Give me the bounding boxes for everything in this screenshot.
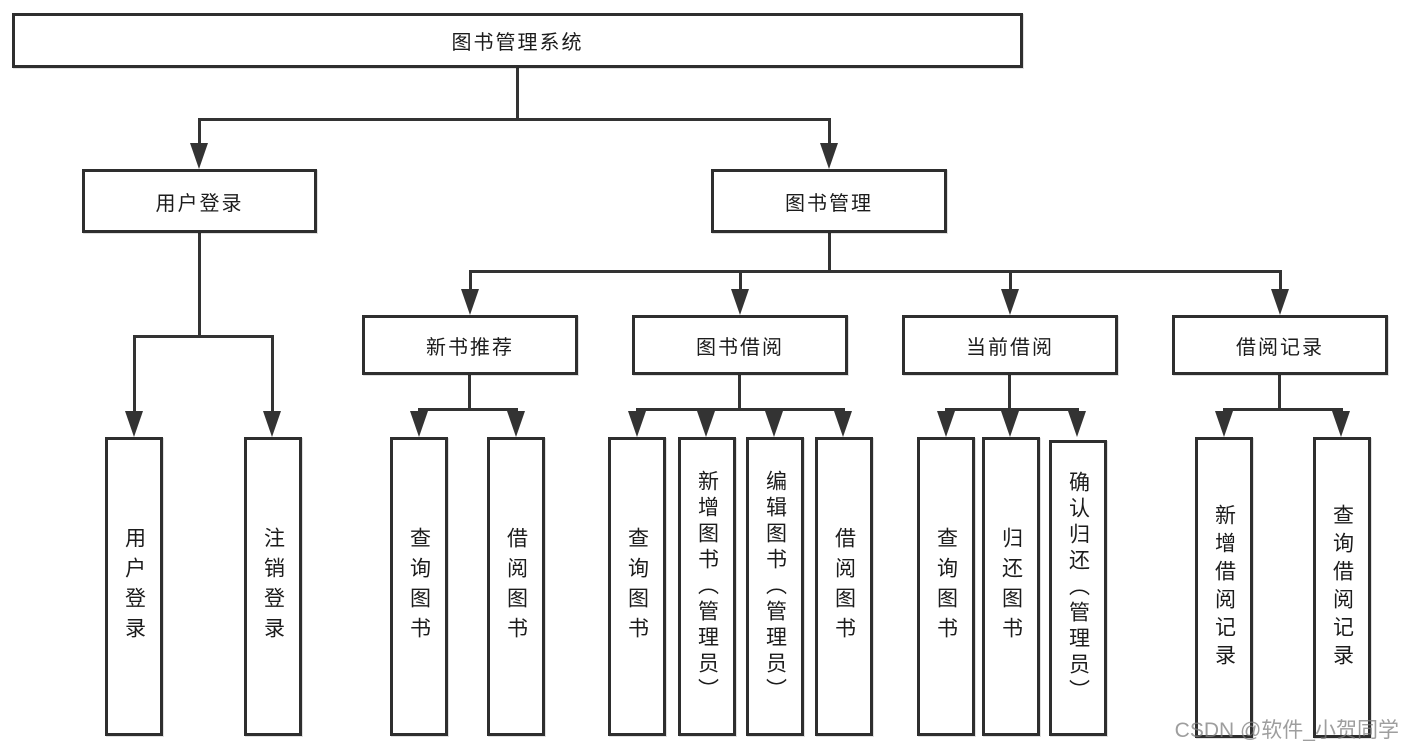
leaf-return-books: 归还图书 — [982, 437, 1040, 736]
arrow-down-icon — [1068, 411, 1086, 437]
node-book-borrowing: 图书借阅 — [632, 315, 848, 375]
leaf-label: 归还图书 — [999, 526, 1023, 647]
leaf-label: 借阅图书 — [504, 526, 528, 647]
leaf-label: 编辑图书（管理员） — [763, 469, 787, 704]
connector-trunk — [468, 375, 471, 411]
connector-drop — [739, 270, 742, 294]
arrow-down-icon — [1001, 411, 1019, 437]
leaf-label: 注销登录 — [261, 526, 285, 647]
node-book-management: 图书管理 — [711, 169, 947, 233]
node-label: 图书借阅 — [696, 336, 784, 359]
node-library-management-system: 图书管理系统 — [12, 13, 1023, 68]
leaf-borrow-books: 借阅图书 — [487, 437, 545, 736]
connector-bar — [945, 408, 1079, 411]
node-label: 新书推荐 — [426, 336, 514, 359]
leaf-user-login: 用户登录 — [105, 437, 163, 736]
leaf-label: 新增图书（管理员） — [695, 469, 719, 704]
connector-trunk — [738, 375, 741, 411]
leaf-label: 新增借阅记录 — [1212, 503, 1236, 672]
connector-drop — [1009, 270, 1012, 294]
connector-trunk — [1008, 375, 1011, 411]
arrow-down-icon — [125, 411, 143, 437]
leaf-query-books: 查询图书 — [608, 437, 666, 736]
arrow-down-icon — [190, 143, 208, 169]
node-borrowing-records: 借阅记录 — [1172, 315, 1388, 375]
arrow-down-icon — [834, 411, 852, 437]
leaf-label: 借阅图书 — [832, 526, 856, 647]
connector-drop — [469, 270, 472, 294]
leaf-query-books: 查询图书 — [390, 437, 448, 736]
connector-root-trunk — [516, 68, 519, 120]
arrow-down-icon — [1001, 289, 1019, 315]
node-new-book-recommendation: 新书推荐 — [362, 315, 578, 375]
leaf-label: 查询图书 — [934, 526, 958, 647]
leaf-label: 查询借阅记录 — [1330, 503, 1354, 672]
node-label: 用户登录 — [155, 192, 244, 215]
arrow-down-icon — [1271, 289, 1289, 315]
connector-drop — [133, 335, 136, 417]
leaf-label: 确认归还（管理员） — [1066, 471, 1090, 705]
connector-drop-user-login — [198, 118, 201, 152]
arrow-down-icon — [1332, 411, 1350, 437]
arrow-down-icon — [628, 411, 646, 437]
leaf-add-borrow-record: 新增借阅记录 — [1195, 437, 1253, 738]
leaf-borrow-books: 借阅图书 — [815, 437, 873, 736]
connector-level3-bar — [469, 270, 1281, 273]
connector-drop-book-management — [828, 118, 831, 152]
leaf-label: 查询图书 — [625, 526, 649, 647]
leaf-add-books-admin: 新增图书（管理员） — [678, 437, 736, 736]
connector-trunk — [1278, 375, 1281, 411]
connector-bar — [636, 408, 845, 411]
arrow-down-icon — [937, 411, 955, 437]
arrow-down-icon — [731, 289, 749, 315]
connector-drop — [271, 335, 274, 417]
node-label: 图书管理 — [785, 192, 873, 215]
arrow-down-icon — [1215, 411, 1233, 437]
arrow-down-icon — [410, 411, 428, 437]
arrow-down-icon — [263, 411, 281, 437]
node-label: 当前借阅 — [966, 336, 1054, 359]
arrow-down-icon — [461, 289, 479, 315]
connector-bar — [1223, 408, 1343, 411]
connector-drop — [1279, 270, 1282, 294]
leaf-logout: 注销登录 — [244, 437, 302, 736]
leaf-confirm-return-admin: 确认归还（管理员） — [1049, 440, 1107, 736]
arrow-down-icon — [697, 411, 715, 437]
node-current-borrowing: 当前借阅 — [902, 315, 1118, 375]
node-label: 图书管理系统 — [451, 32, 584, 54]
csdn-watermark: CSDN @软件_小贺同学 — [1174, 719, 1399, 742]
arrow-down-icon — [765, 411, 783, 437]
node-user-login: 用户登录 — [82, 169, 317, 233]
connector-book-management-trunk — [828, 233, 831, 272]
connector-level1-bar — [198, 118, 831, 121]
node-label: 借阅记录 — [1236, 336, 1324, 359]
connector-user-login-trunk — [198, 233, 201, 337]
leaf-label: 用户登录 — [122, 526, 146, 647]
leaf-query-borrow-record: 查询借阅记录 — [1313, 437, 1371, 738]
leaf-edit-books-admin: 编辑图书（管理员） — [746, 437, 804, 736]
leaf-label: 查询图书 — [407, 526, 431, 647]
connector-user-login-bar — [133, 335, 274, 338]
arrow-down-icon — [820, 143, 838, 169]
leaf-query-books: 查询图书 — [917, 437, 975, 736]
connector-bar — [418, 408, 518, 411]
arrow-down-icon — [507, 411, 525, 437]
